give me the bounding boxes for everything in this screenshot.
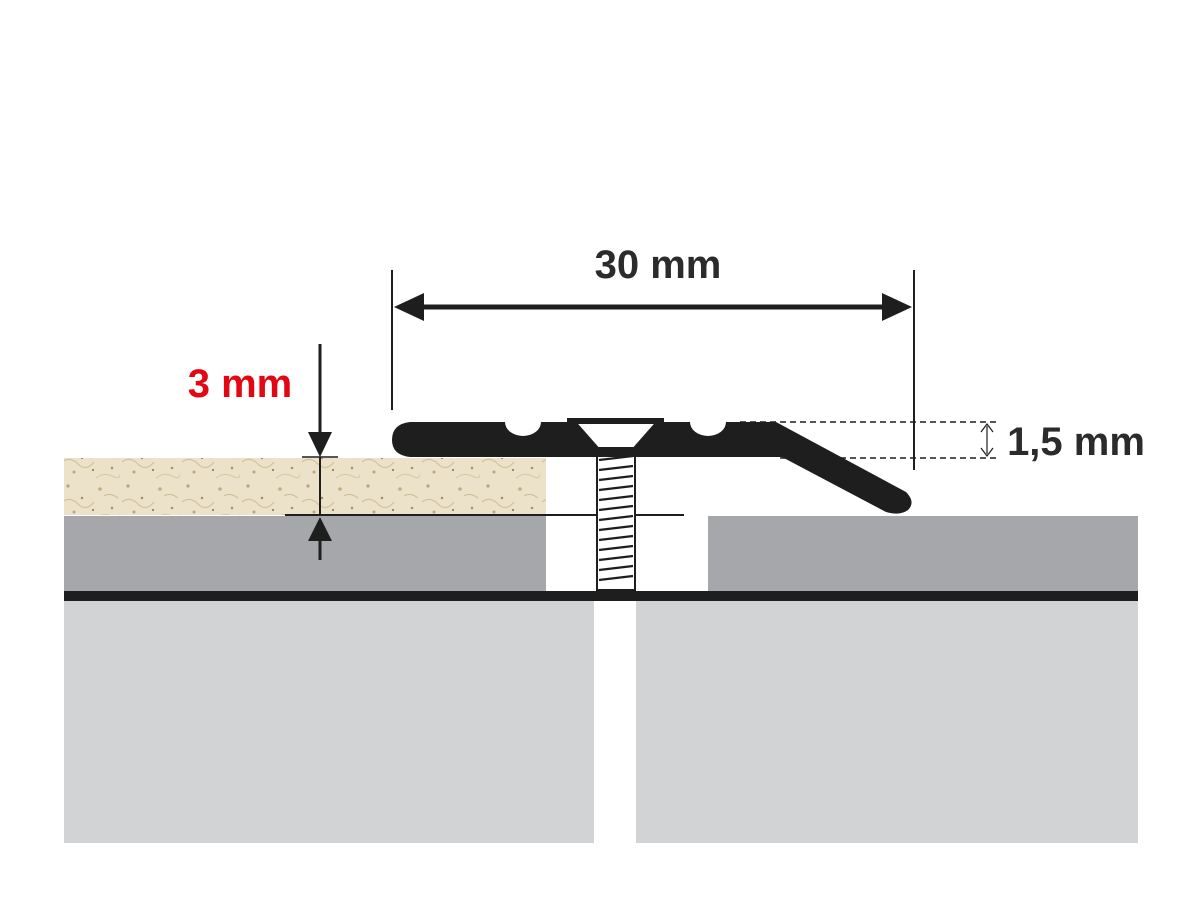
step-height-label: 3 mm [188,362,293,406]
subfloor-line [64,591,1138,601]
tile-covering-left [64,458,546,515]
profile-thickness-label: 1,5 mm [1007,420,1145,464]
threshold-profile [392,418,912,514]
subfloor-left [64,600,594,843]
width-dimension [391,270,915,470]
screw [596,449,636,591]
floor-covering-left [64,516,546,592]
subfloor-right [636,600,1138,843]
profile-thickness-dimension [740,421,1000,459]
screw-head [573,422,659,449]
width-label: 30 mm [595,243,722,287]
step-height-dimension [302,344,338,560]
floor-covering-right [708,516,1138,592]
